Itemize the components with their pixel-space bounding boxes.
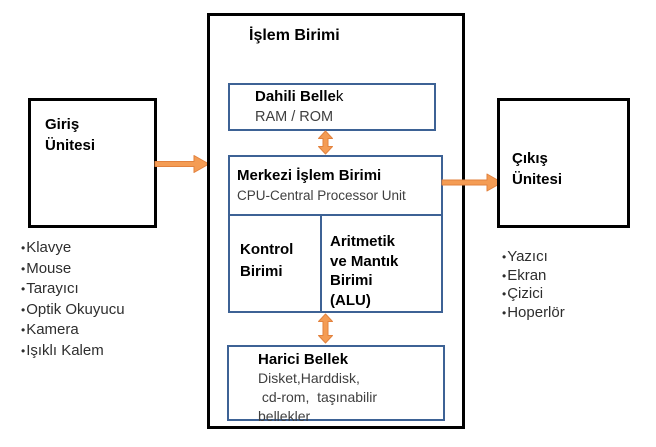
- bullet-icon: •: [21, 323, 26, 338]
- internal-memory-title: Dahili Bellek: [255, 88, 344, 105]
- bullet-icon: •: [21, 302, 26, 317]
- input-device-label: Işıklı Kalem: [26, 341, 104, 359]
- bullet-icon: •: [21, 261, 26, 276]
- output-devices-list: •Yazıcı •Ekran •Çizici •Hoperlör: [502, 248, 565, 323]
- output-device-item: •Ekran: [502, 267, 565, 286]
- input-device-label: Optik Okuyucu: [26, 300, 125, 318]
- input-device-item: •Klavye: [21, 238, 125, 259]
- arrow-cpu-external-memory: [318, 313, 333, 344]
- input-device-label: Klavye: [26, 239, 72, 256]
- bullet-icon: •: [21, 282, 26, 297]
- output-device-label: Hoperlör: [507, 304, 565, 322]
- input-device-item: •Işıklı Kalem: [21, 341, 125, 362]
- input-unit-box: Giriş Ünitesi: [28, 98, 157, 228]
- output-device-label: Ekran: [507, 266, 547, 284]
- input-device-item: •Kamera: [21, 320, 125, 341]
- bullet-icon: •: [502, 306, 507, 321]
- bullet-icon: •: [502, 250, 507, 264]
- bullet-icon: •: [21, 343, 26, 358]
- processor-unit-title: İşlem Birimi: [249, 27, 340, 44]
- arrow-memory-cpu: [318, 130, 333, 155]
- output-device-item: •Hoperlör: [502, 304, 565, 323]
- input-device-item: •Optik Okuyucu: [21, 300, 125, 321]
- cpu-subtitle: CPU-Central Processor Unit: [237, 188, 406, 203]
- output-device-label: Yazıcı: [507, 248, 548, 265]
- external-memory-subtitle: Disket,Harddisk, cd-rom, taşınabilir bel…: [258, 370, 378, 424]
- internal-memory-box: Dahili Bellek RAM / ROM: [228, 83, 436, 131]
- input-device-label: Kamera: [26, 321, 79, 339]
- bullet-icon: •: [502, 287, 507, 302]
- arrow-cpu-to-output: [441, 173, 503, 192]
- output-device-label: Çizici: [507, 285, 544, 303]
- external-memory-box: Harici Bellek Disket,Harddisk, cd-rom, t…: [227, 345, 445, 424]
- control-unit-label: Kontrol Birimi: [240, 241, 294, 280]
- alu-cell: Aritmetik ve Mantık Birimi (ALU): [322, 216, 441, 311]
- output-device-item: •Çizici: [502, 285, 565, 304]
- control-unit-cell: Kontrol Birimi: [230, 216, 322, 311]
- bullet-icon: •: [21, 241, 26, 255]
- input-device-label: Tarayıcı: [26, 280, 79, 298]
- input-device-item: •Tarayıcı: [21, 279, 125, 300]
- alu-label: Aritmetik ve Mantık Birimi (ALU): [330, 233, 399, 309]
- cpu-box: Merkezi İşlem Birimi CPU-Central Process…: [228, 155, 443, 313]
- input-device-label: Mouse: [26, 259, 72, 277]
- cpu-title: Merkezi İşlem Birimi: [237, 167, 382, 184]
- input-device-item: •Mouse: [21, 259, 125, 280]
- output-unit-box: Çıkış Ünitesi: [497, 98, 630, 228]
- output-unit-title: Çıkış Ünitesi: [512, 150, 563, 188]
- external-memory-title: Harici Bellek: [258, 351, 349, 368]
- bullet-icon: •: [502, 268, 507, 283]
- internal-memory-subtitle: RAM / ROM: [255, 109, 334, 125]
- arrow-input-to-processor: [154, 155, 210, 173]
- cpu-header: Merkezi İşlem Birimi CPU-Central Process…: [230, 157, 441, 216]
- output-device-item: •Yazıcı: [502, 248, 565, 267]
- input-devices-list: •Klavye •Mouse •Tarayıcı •Optik Okuyucu …: [21, 238, 125, 362]
- input-unit-title: Giriş Ünitesi: [45, 116, 96, 154]
